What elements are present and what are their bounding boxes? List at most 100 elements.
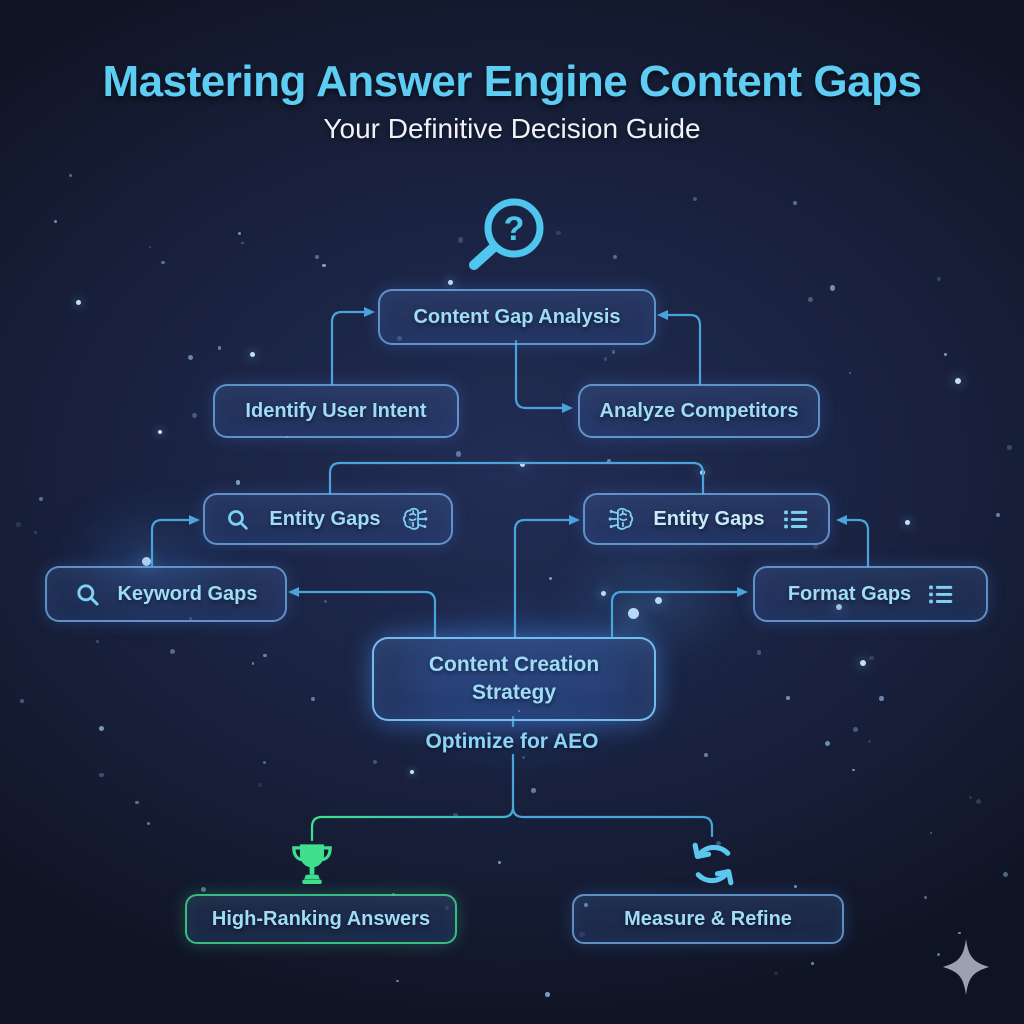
particle <box>613 254 618 259</box>
question-mark-glyph: ? <box>504 210 525 248</box>
particle <box>923 896 927 899</box>
particle <box>704 752 709 757</box>
particle <box>1007 445 1012 450</box>
page-subtitle: Your Definitive Decision Guide <box>323 113 701 144</box>
particle <box>786 696 790 700</box>
bright-particle <box>655 597 662 604</box>
particle <box>33 530 37 534</box>
bright-particle <box>905 520 910 525</box>
refresh-cycle-icon <box>684 834 742 894</box>
brain-circuit-icon <box>400 506 431 533</box>
particle <box>968 796 972 799</box>
particle <box>453 813 458 818</box>
page-title: Mastering Answer Engine Content Gaps <box>102 57 922 106</box>
particle <box>824 740 831 746</box>
particle <box>53 219 58 224</box>
particle <box>774 971 778 976</box>
bright-particle <box>158 430 162 434</box>
particle <box>693 196 698 201</box>
bright-particle <box>76 300 81 305</box>
node-label: Measure & Refine <box>624 907 792 930</box>
particle <box>238 231 242 235</box>
particle <box>1002 871 1008 877</box>
particle <box>879 696 884 701</box>
particle <box>929 831 932 835</box>
particle <box>869 656 874 661</box>
particle <box>867 739 871 743</box>
node-label: Analyze Competitors <box>599 399 799 422</box>
bright-particle <box>700 470 705 475</box>
particle <box>829 285 835 291</box>
magnifier-question-icon: ? <box>452 188 562 284</box>
particle <box>852 769 855 772</box>
particle <box>611 349 616 354</box>
node-entity-gaps-left: Entity Gaps <box>203 493 453 545</box>
particle <box>324 600 327 603</box>
particle <box>187 355 193 361</box>
particle <box>241 241 244 245</box>
particle <box>793 885 797 889</box>
particle <box>96 639 100 643</box>
particle <box>853 726 859 732</box>
bright-particle <box>410 770 414 774</box>
particle <box>311 696 316 701</box>
particle <box>135 800 139 805</box>
node-label: Format Gaps <box>787 582 912 605</box>
particle <box>191 413 197 419</box>
bright-particle <box>601 591 606 596</box>
label-optimize-for-aeo: Optimize for AEO <box>425 730 599 753</box>
particle <box>38 497 43 502</box>
brain-circuit-icon <box>605 506 636 533</box>
particle <box>251 662 254 665</box>
particle <box>810 961 814 965</box>
particle <box>943 352 948 357</box>
particle <box>161 261 165 265</box>
bright-particle <box>628 608 639 619</box>
node-identify-user-intent: Identify User Intent <box>213 384 459 438</box>
particle <box>262 653 267 658</box>
particle <box>549 576 552 580</box>
node-format-gaps: Format Gaps <box>753 566 988 622</box>
search-icon <box>74 581 101 608</box>
particle <box>217 345 222 350</box>
particle <box>169 649 176 655</box>
particle <box>99 725 105 731</box>
node-label-line2: Strategy <box>471 681 557 704</box>
particle <box>200 886 206 893</box>
particle <box>531 788 536 793</box>
node-label: Content Gap Analysis <box>413 305 621 328</box>
node-label: Entity Gaps <box>653 507 765 530</box>
particle <box>568 516 572 520</box>
particle <box>257 782 262 787</box>
particle <box>975 799 981 805</box>
list-icon <box>782 506 808 532</box>
node-analyze-competitors: Analyze Competitors <box>578 384 820 438</box>
particle <box>20 699 24 703</box>
particle <box>99 773 104 778</box>
particle <box>995 512 1001 518</box>
bright-particle <box>860 660 866 666</box>
particle <box>936 276 941 281</box>
particle <box>544 992 550 997</box>
particle <box>146 821 151 826</box>
particle <box>396 979 399 983</box>
node-label: High-Ranking Answers <box>211 907 431 930</box>
particle <box>372 760 377 765</box>
particle <box>148 245 151 248</box>
bright-particle <box>520 462 525 467</box>
sparkle-icon <box>939 936 993 998</box>
particle <box>807 296 814 303</box>
particle <box>322 263 326 267</box>
particle <box>606 458 611 463</box>
particle <box>958 931 961 935</box>
particle <box>68 173 73 178</box>
node-label: Entity Gaps <box>269 507 381 530</box>
bright-particle <box>250 352 255 357</box>
node-content-creation-strategy: Content Creation Strategy <box>372 637 656 721</box>
node-keyword-gaps: Keyword Gaps <box>45 566 287 622</box>
particle <box>497 861 501 865</box>
particle <box>314 254 320 260</box>
node-label: Keyword Gaps <box>117 582 258 605</box>
